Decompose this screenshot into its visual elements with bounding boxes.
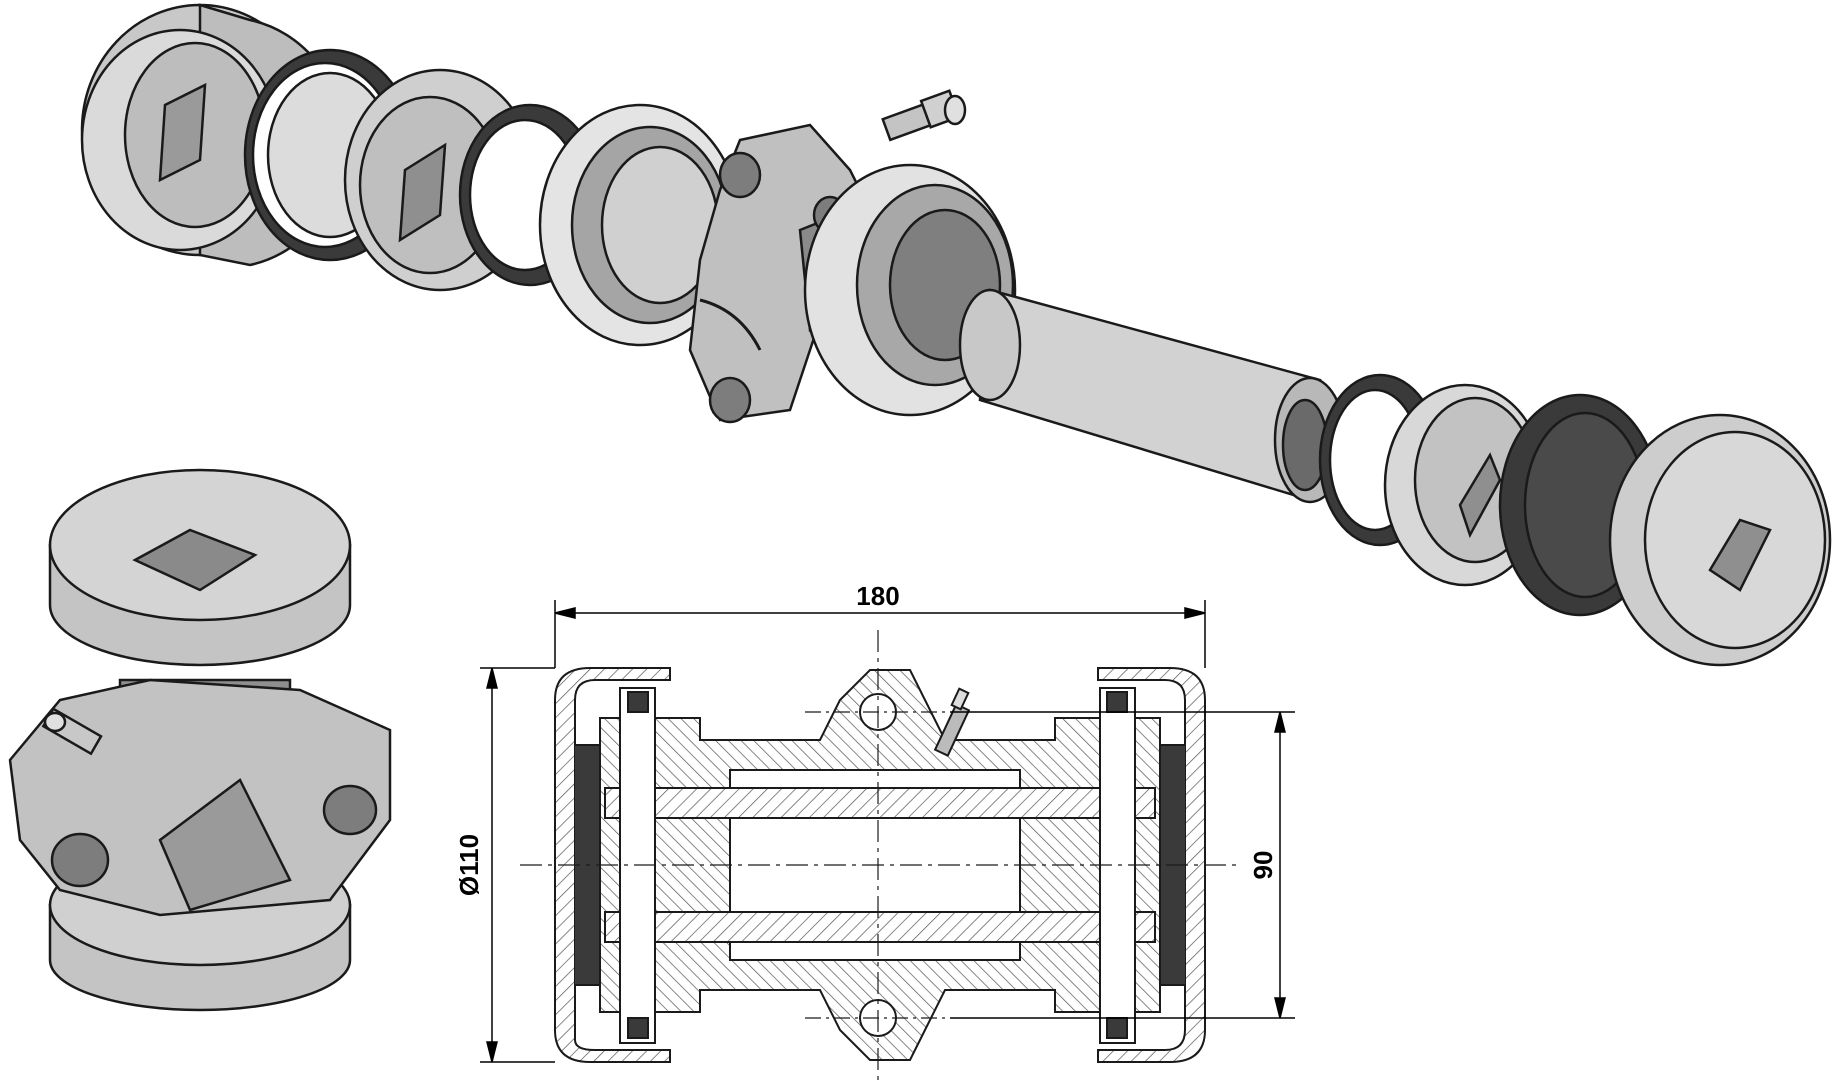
grease-nipple bbox=[881, 89, 967, 142]
exploded-3d-view bbox=[80, 3, 1832, 667]
section-drawing bbox=[520, 630, 1240, 1080]
dimension-lines bbox=[480, 600, 1295, 1063]
right-cap-section bbox=[1097, 667, 1206, 1063]
left-bearing-ring bbox=[538, 103, 742, 347]
dimension-length-label: 180 bbox=[856, 581, 899, 611]
sleeve-top bbox=[604, 787, 1156, 819]
dimension-diameter-label: Ø110 bbox=[454, 834, 484, 896]
right-seal-insert bbox=[1099, 687, 1185, 1044]
shaft-tube bbox=[958, 288, 1347, 504]
right-end-cap bbox=[1608, 413, 1832, 667]
grease-nipple-section bbox=[933, 687, 971, 757]
left-cap-section bbox=[554, 667, 671, 1063]
dimension-hole-spacing-label: 90 bbox=[1248, 851, 1278, 880]
sleeve-bottom bbox=[604, 911, 1156, 943]
assembled-3d-view bbox=[8, 468, 392, 1012]
